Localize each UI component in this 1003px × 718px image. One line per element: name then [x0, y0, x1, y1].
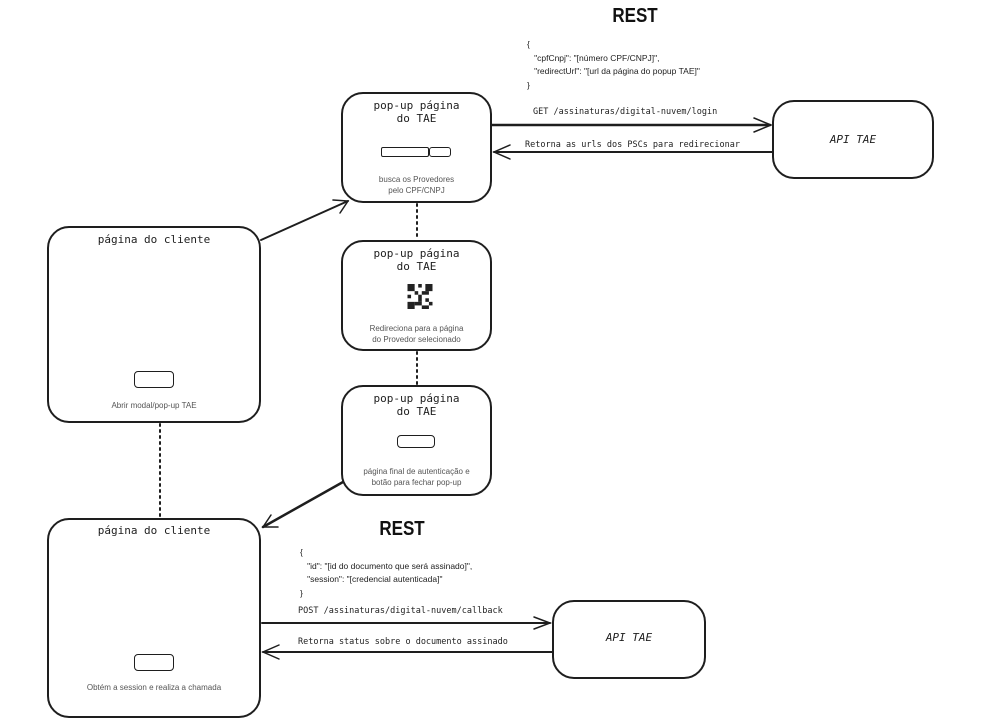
- json-line: "session": "[credencial autenticada]": [300, 574, 443, 584]
- response-label: Retorna as urls dos PSCs para redirecion…: [525, 140, 740, 150]
- json-line: {: [527, 39, 530, 49]
- get-request-label: GET /assinaturas/digital-nuvem/login: [533, 107, 718, 117]
- api-tae-node: API TAE: [772, 100, 934, 179]
- post-request-label: POST /assinaturas/digital-nuvem/callback: [298, 606, 503, 616]
- json-line: }: [527, 79, 530, 90]
- popup-description: página final de autenticação e botão par…: [363, 467, 470, 487]
- api-tae-label: API TAE: [829, 133, 877, 146]
- popup-redirect-provider: pop-up página do TAE Redireciona para a …: [341, 240, 492, 351]
- client-title: página do cliente: [97, 524, 211, 537]
- json-line: }: [300, 587, 303, 598]
- api-tae-node: API TAE: [552, 600, 706, 679]
- rest-title: REST: [379, 518, 425, 540]
- qr-code-icon: [407, 284, 433, 309]
- popup-title: pop-up página do TAE: [373, 99, 460, 125]
- popup-description: Redireciona para a página do Provedor se…: [369, 324, 464, 344]
- popup-description: busca os Provedores pelo CPF/CNPJ: [378, 175, 455, 195]
- json-line: "redirectUrl": "[url da página do popup …: [527, 66, 700, 76]
- callback-button[interactable]: [134, 654, 174, 671]
- response-label: Retorna status sobre o documento assinad…: [298, 637, 508, 647]
- return-to-client-arrow: [261, 480, 345, 529]
- connectors: [159, 117, 773, 660]
- cpf-input[interactable]: [381, 147, 429, 157]
- request-body-json: { "cpfCnpj": "[número CPF/CNPJ]", "redir…: [527, 38, 700, 92]
- request-body-json: { "id": "[id do documento que será assin…: [300, 546, 472, 600]
- popup-search-providers: pop-up página do TAE busca os Provedores…: [341, 92, 492, 203]
- popup-title: pop-up página do TAE: [373, 247, 460, 273]
- popup-final-auth: pop-up página do TAE página final de aut…: [341, 385, 492, 496]
- client-page-open: página do cliente Abrir modal/pop-up TAE: [47, 226, 261, 423]
- client-page-callback: página do cliente Obtém a session e real…: [47, 518, 261, 718]
- search-button[interactable]: [429, 147, 451, 157]
- client-title: página do cliente: [97, 233, 211, 246]
- popup-title: pop-up página do TAE: [373, 392, 460, 418]
- json-line: "cpfCnpj": "[número CPF/CNPJ]",: [527, 52, 660, 63]
- close-popup-button[interactable]: [397, 435, 435, 448]
- json-line: {: [300, 547, 303, 557]
- client-description: Abrir modal/pop-up TAE: [111, 401, 197, 410]
- api-tae-label: API TAE: [605, 631, 653, 644]
- open-modal-button[interactable]: [134, 371, 174, 388]
- rest-title: REST: [612, 5, 658, 27]
- open-popup-arrow: [260, 200, 349, 241]
- json-line: "id": "[id do documento que será assinad…: [300, 560, 473, 571]
